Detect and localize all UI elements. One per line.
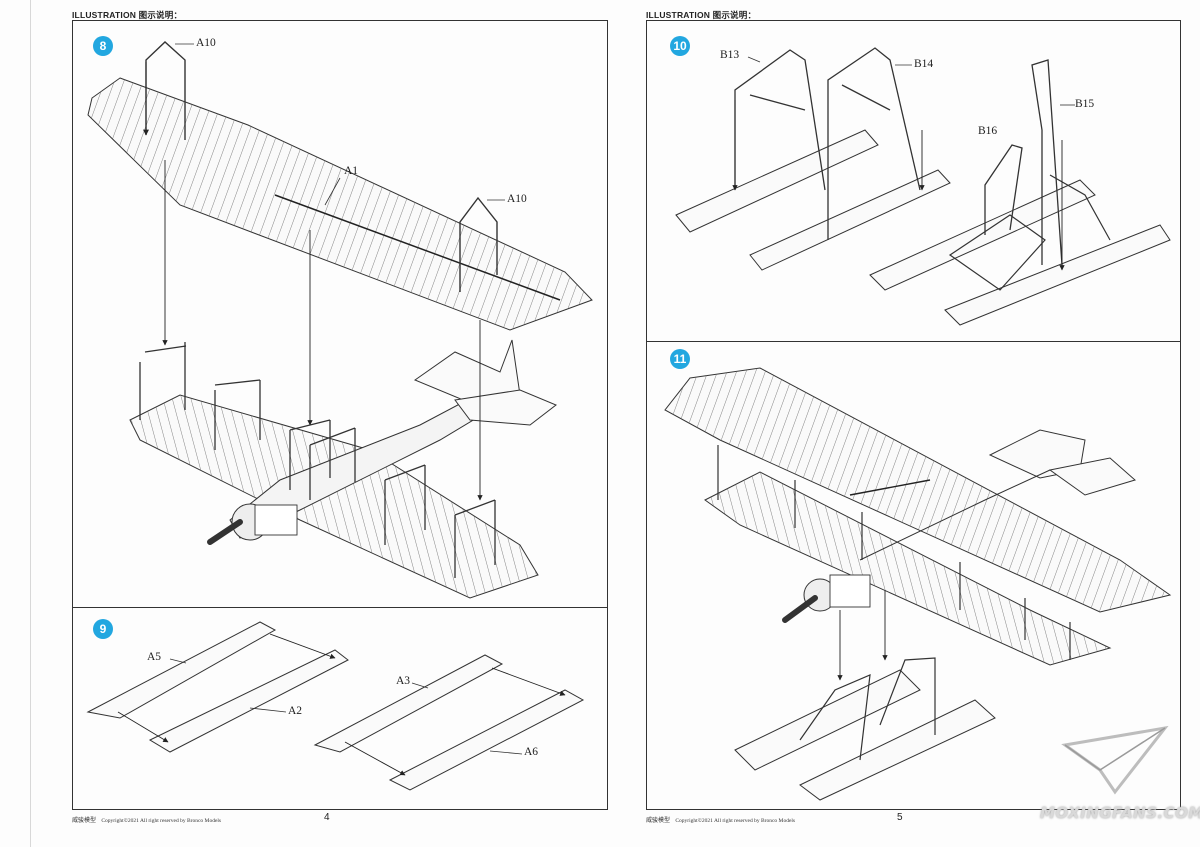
footer-copyright: Copyright©2021 All right reserved by Bro… bbox=[101, 818, 222, 824]
left-page-number: 4 bbox=[324, 812, 330, 823]
watermark-plane-icon bbox=[1061, 725, 1169, 795]
step-9-floats-left bbox=[86, 621, 349, 753]
step-8-upper-wing bbox=[87, 77, 593, 331]
step-10-struts bbox=[732, 47, 1075, 271]
part-label-b13: B13 bbox=[720, 49, 740, 61]
part-label-b14: B14 bbox=[914, 58, 934, 70]
footer-brand: 威骏模型 bbox=[646, 818, 671, 824]
right-footer: 威骏模型 Copyright©2021 All right reserved b… bbox=[646, 815, 795, 824]
step-8-lower-assembly bbox=[129, 339, 557, 599]
step-11-biplane bbox=[664, 367, 1172, 666]
part-label-a10-left: A10 bbox=[196, 37, 216, 49]
part-label-b15: B15 bbox=[1075, 98, 1095, 110]
step-8-assembly-arrows bbox=[162, 160, 483, 501]
step-10-floats bbox=[675, 129, 1171, 326]
step-11-badge: 11 bbox=[670, 349, 690, 369]
page-spine bbox=[30, 0, 31, 847]
right-page-number: 5 bbox=[897, 812, 903, 823]
step-11-floats bbox=[734, 590, 996, 801]
step-9-badge: 9 bbox=[93, 619, 113, 639]
part-label-a6: A6 bbox=[524, 746, 539, 758]
left-page-header: ILLUSTRATION 图示说明： bbox=[72, 10, 183, 20]
part-label-a10-right: A10 bbox=[507, 193, 527, 205]
watermark-text: MOXINGFANS.COM bbox=[1040, 804, 1200, 822]
part-label-b16: B16 bbox=[978, 125, 998, 137]
step-10-badge: 10 bbox=[670, 36, 690, 56]
step-11-panel bbox=[646, 341, 1181, 810]
step-9-floats-right bbox=[313, 654, 585, 791]
part-label-a3: A3 bbox=[396, 675, 411, 687]
part-label-a5: A5 bbox=[147, 651, 162, 663]
right-page-header: ILLUSTRATION 图示说明： bbox=[646, 10, 757, 20]
part-label-a2: A2 bbox=[288, 705, 303, 717]
footer-copyright: Copyright©2021 All right reserved by Bro… bbox=[675, 818, 796, 824]
left-footer: 威骏模型 Copyright©2021 All right reserved b… bbox=[72, 815, 221, 824]
step-9-panel bbox=[72, 607, 608, 810]
part-label-a1: A1 bbox=[344, 165, 359, 177]
step-8-a10-left-strut bbox=[143, 41, 194, 140]
step-8-badge: 8 bbox=[93, 36, 113, 56]
step-8-a10-right-strut bbox=[459, 196, 505, 292]
footer-brand: 威骏模型 bbox=[72, 818, 97, 824]
